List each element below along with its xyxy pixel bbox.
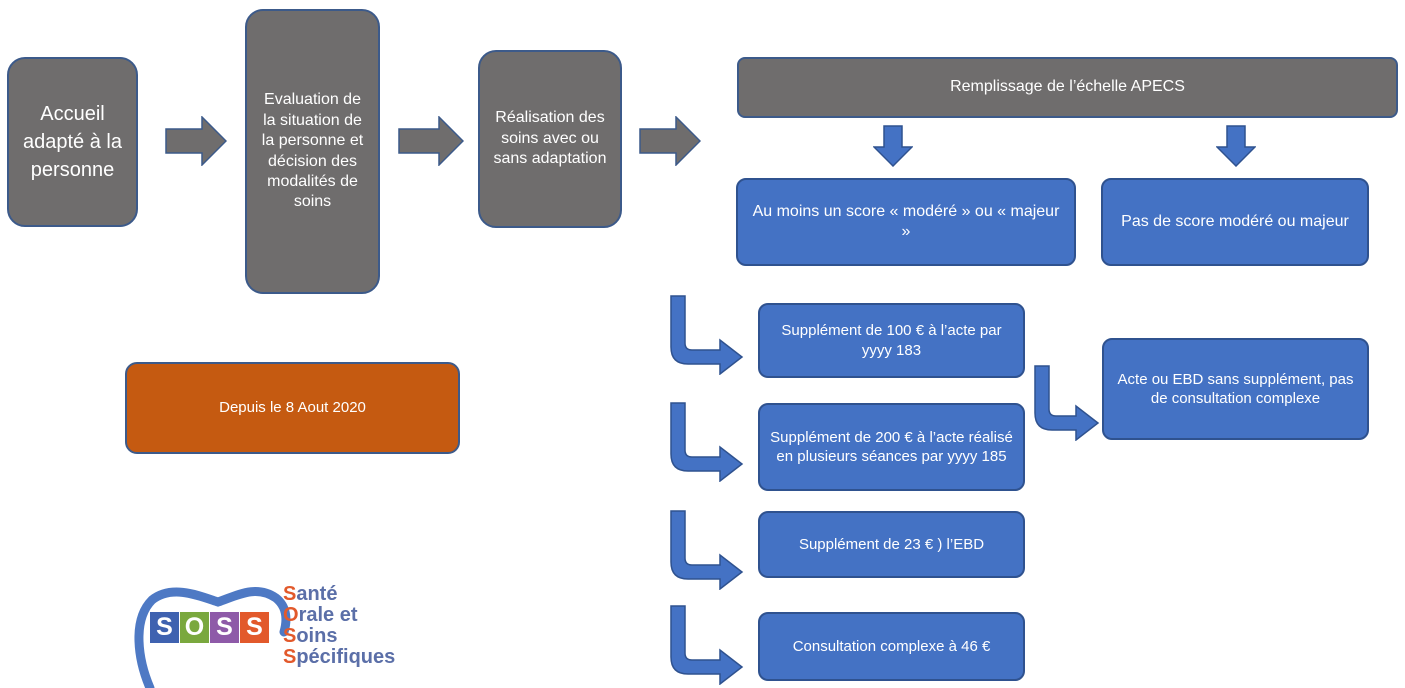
outcome-pas-de-score: Pas de score modéré ou majeur bbox=[1101, 178, 1369, 266]
logo-initial: S bbox=[283, 646, 297, 668]
soss-logo-letter: S bbox=[240, 612, 269, 643]
consultation-complexe: Consultation complexe à 46 € bbox=[758, 612, 1025, 681]
sans-supplement-label: Acte ou EBD sans supplément, pas de cons… bbox=[1117, 370, 1354, 407]
date-note-label: Depuis le 8 Aout 2020 bbox=[219, 399, 366, 417]
soss-logo-letter: S bbox=[210, 612, 239, 643]
consultation-complexe-label: Consultation complexe à 46 € bbox=[792, 637, 991, 655]
step-apecs: Remplissage de l’échelle APECS bbox=[737, 57, 1398, 118]
step-evaluation-label: Evaluation de la situation de la personn… bbox=[261, 91, 364, 211]
bent-arrow-icon bbox=[670, 510, 744, 590]
step-realisation: Réalisation des soins avec ou sans adapt… bbox=[478, 50, 622, 228]
step-accueil: Accueil adapté à la personne bbox=[7, 57, 138, 227]
logo-initial: S bbox=[283, 583, 297, 605]
logo-word: anté bbox=[296, 583, 338, 605]
soss-logo-tooth-icon bbox=[134, 586, 291, 688]
logo-initial: O bbox=[283, 604, 299, 626]
sans-supplement: Acte ou EBD sans supplément, pas de cons… bbox=[1102, 338, 1369, 440]
logo-word: oins bbox=[296, 625, 338, 647]
outcome-score-modere-majeur: Au moins un score « modéré » ou « majeur… bbox=[736, 178, 1076, 266]
supplement-100: Supplément de 100 € à l’acte par yyyy 18… bbox=[758, 303, 1025, 378]
bent-arrow-icon bbox=[670, 295, 744, 375]
soss-logo-text: Santé Orale et Soins Spécifiques bbox=[283, 584, 395, 668]
arrow-down-icon bbox=[873, 125, 913, 167]
bent-arrow-icon bbox=[670, 605, 744, 685]
arrow-right-icon bbox=[398, 116, 464, 166]
step-accueil-label: Accueil adapté à la personne bbox=[23, 103, 122, 181]
supplement-23-label: Supplément de 23 € ) l’EBD bbox=[798, 535, 985, 553]
supplement-200-label: Supplément de 200 € à l’acte réalisé en … bbox=[770, 428, 1013, 465]
step-realisation-label: Réalisation des soins avec ou sans adapt… bbox=[493, 109, 607, 168]
outcome-score-modere-majeur-label: Au moins un score « modéré » ou « majeur… bbox=[752, 202, 1060, 240]
supplement-200: Supplément de 200 € à l’acte réalisé en … bbox=[758, 403, 1025, 491]
logo-word: pécifiques bbox=[296, 646, 396, 668]
bent-arrow-icon bbox=[1034, 365, 1100, 441]
soss-logo-letter: S bbox=[150, 612, 179, 643]
step-apecs-label: Remplissage de l’échelle APECS bbox=[950, 78, 1185, 96]
arrow-right-icon bbox=[639, 116, 701, 166]
logo-word: rale et bbox=[298, 604, 358, 626]
arrow-right-icon bbox=[165, 116, 227, 166]
logo-initial: S bbox=[283, 625, 297, 647]
outcome-pas-de-score-label: Pas de score modéré ou majeur bbox=[1121, 212, 1349, 230]
soss-logo-letter: O bbox=[180, 612, 209, 643]
date-note: Depuis le 8 Aout 2020 bbox=[125, 362, 460, 454]
arrow-down-icon bbox=[1216, 125, 1256, 167]
bent-arrow-icon bbox=[670, 402, 744, 482]
step-evaluation: Evaluation de la situation de la personn… bbox=[245, 9, 380, 294]
supplement-23: Supplément de 23 € ) l’EBD bbox=[758, 511, 1025, 578]
supplement-100-label: Supplément de 100 € à l’acte par yyyy 18… bbox=[781, 322, 1002, 359]
